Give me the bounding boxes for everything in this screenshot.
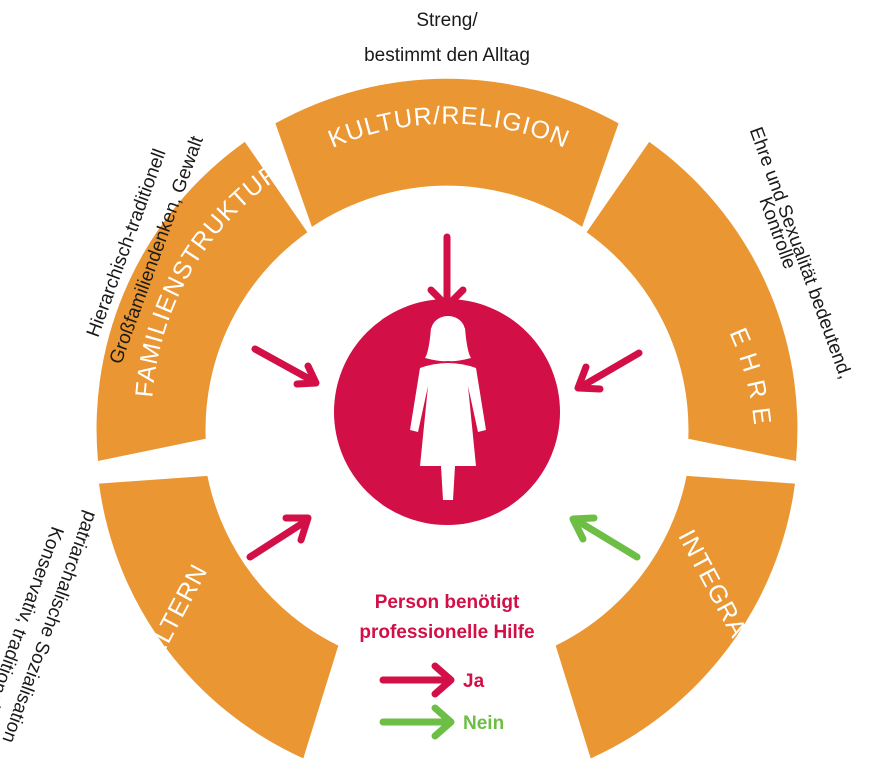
segment-kultur-religion — [275, 78, 619, 227]
arrow-kultur — [427, 233, 467, 310]
legend-ja-label: Ja — [463, 671, 485, 692]
center-title-line-2: professionelle Hilfe — [359, 622, 534, 643]
segment-ehre — [586, 141, 798, 461]
legend-nein: Nein — [379, 704, 504, 740]
desc-kultur-line-2: bestimmt den Alltag — [364, 45, 530, 66]
arrow-integration — [569, 514, 641, 561]
legend-ja-arrow — [379, 662, 455, 698]
arrow-ehre — [574, 349, 643, 393]
segment-integration — [555, 475, 795, 759]
center-title-line-1: Person benötigt — [375, 592, 520, 613]
legend-ja: Ja — [379, 662, 485, 698]
segment-familienstruktur — [96, 141, 308, 461]
legend-nein-label: Nein — [463, 713, 504, 734]
segment-eltern — [99, 475, 339, 759]
woman-icon — [410, 316, 486, 500]
arrow-familienstruktur — [251, 345, 320, 388]
legend-nein-arrow — [379, 704, 455, 740]
arrow-eltern — [246, 514, 312, 561]
desc-kultur-line-1: Streng/ — [416, 10, 478, 31]
